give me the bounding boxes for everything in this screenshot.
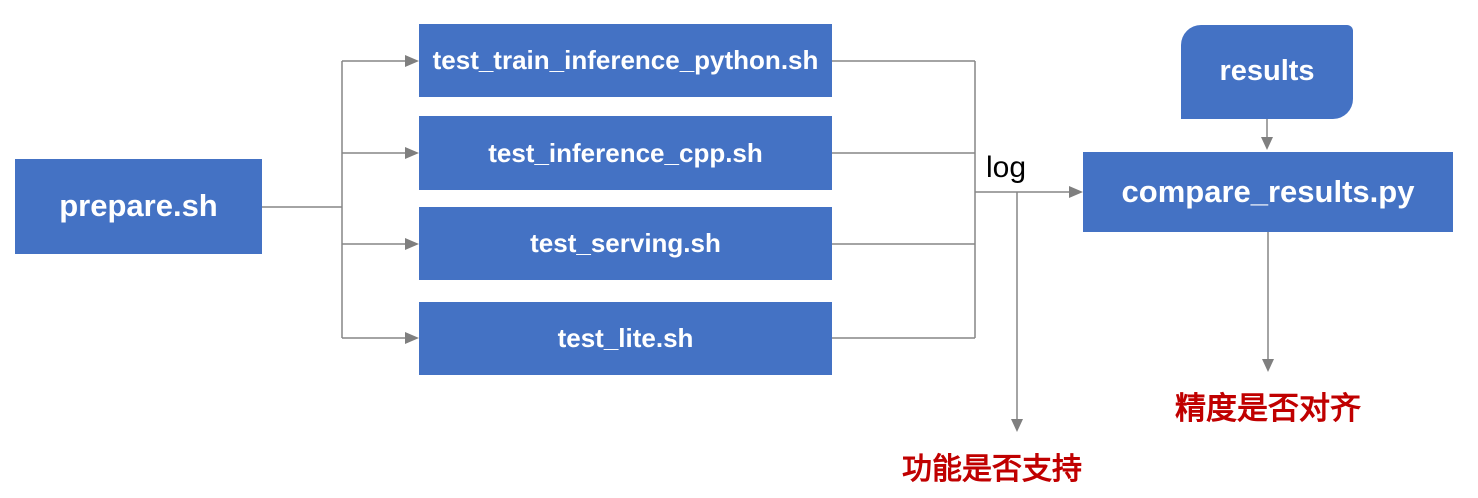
node-compare-results-py-label: compare_results.py [1121, 173, 1415, 209]
node-test-train-inference-python-label: test_train_inference_python.sh [432, 45, 819, 76]
arrowhead-function-icon [1011, 419, 1023, 432]
node-test-serving-label: test_serving.sh [530, 228, 721, 259]
arrowhead-test1-icon [405, 55, 419, 67]
node-test-inference-cpp-label: test_inference_cpp.sh [488, 137, 763, 168]
arrowhead-test2-icon [405, 147, 419, 159]
arrowhead-compare-icon [1069, 186, 1083, 198]
node-compare-results-py: compare_results.py [1083, 152, 1453, 232]
arrowhead-precision-icon [1262, 359, 1274, 372]
node-prepare-label: prepare.sh [59, 188, 218, 224]
node-test-inference-cpp: test_inference_cpp.sh [419, 116, 832, 190]
node-prepare-sh: prepare.sh [15, 159, 262, 254]
arrowhead-test3-icon [405, 238, 419, 250]
node-test-train-inference-python: test_train_inference_python.sh [419, 24, 832, 97]
arrowhead-test4-icon [405, 332, 419, 344]
node-results: results [1181, 25, 1353, 119]
arrowhead-results-icon [1261, 137, 1273, 150]
node-test-lite: test_lite.sh [419, 302, 832, 375]
node-results-label: results [1219, 55, 1315, 88]
node-test-serving: test_serving.sh [419, 207, 832, 280]
node-test-lite-label: test_lite.sh [557, 323, 694, 354]
edge-label-log: log [986, 151, 1027, 184]
annotation-precision-aligned: 精度是否对齐 [1175, 391, 1361, 426]
annotation-function-support: 功能是否支持 [902, 453, 1082, 486]
